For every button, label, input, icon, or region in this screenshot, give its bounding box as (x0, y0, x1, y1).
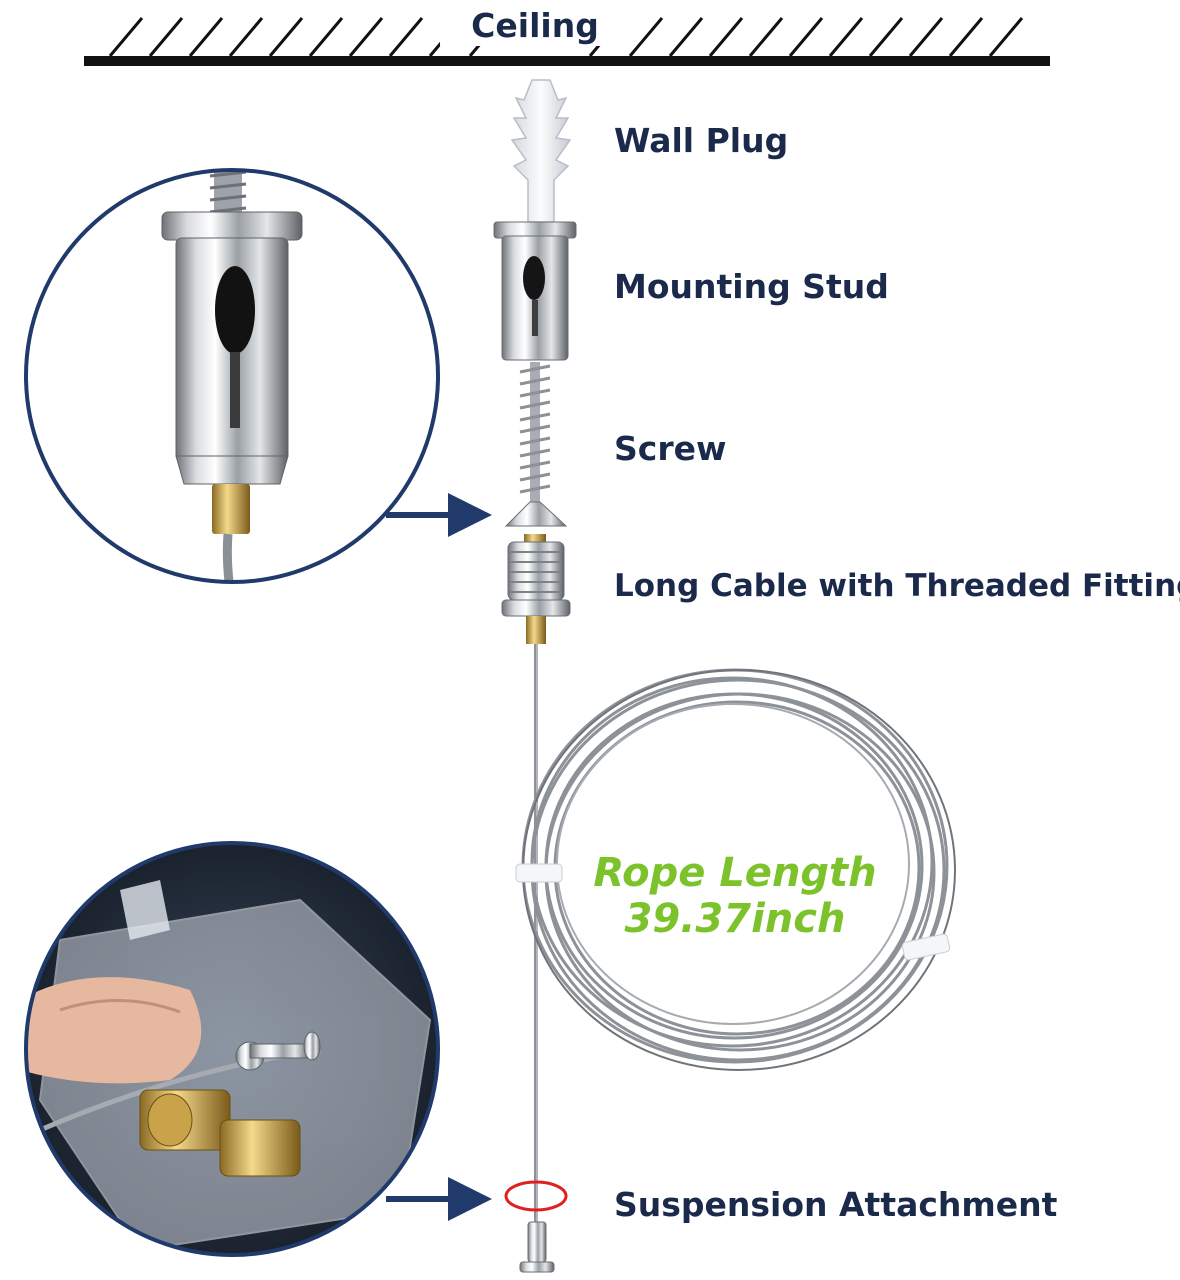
screw-image (504, 362, 568, 527)
arrow-attachment-closeup (386, 1177, 492, 1221)
threaded-fitting-image (501, 534, 571, 644)
mounting-stud-image (493, 221, 577, 361)
wall-plug-image (510, 79, 572, 223)
suspension-attachment-image (504, 1180, 568, 1273)
rope-length-callout: Rope Length 39.37inch (590, 850, 880, 942)
rope-length-title: Rope Length (593, 850, 877, 896)
rope-length-value: 39.37inch (624, 896, 846, 942)
highlight-ring (504, 1180, 568, 1212)
label-suspension-attachment: Suspension Attachment (614, 1185, 1058, 1224)
arrow-stud-closeup (386, 493, 492, 537)
stud-closeup-circle (24, 168, 440, 584)
ceiling-label: Ceiling (440, 6, 630, 46)
label-mounting-stud: Mounting Stud (614, 267, 889, 306)
label-screw: Screw (614, 429, 727, 468)
label-wall-plug: Wall Plug (614, 121, 789, 160)
cable-coil-image (515, 668, 956, 1071)
label-long-cable: Long Cable with Threaded Fitting (614, 568, 1180, 604)
attachment-closeup-circle (24, 841, 440, 1257)
